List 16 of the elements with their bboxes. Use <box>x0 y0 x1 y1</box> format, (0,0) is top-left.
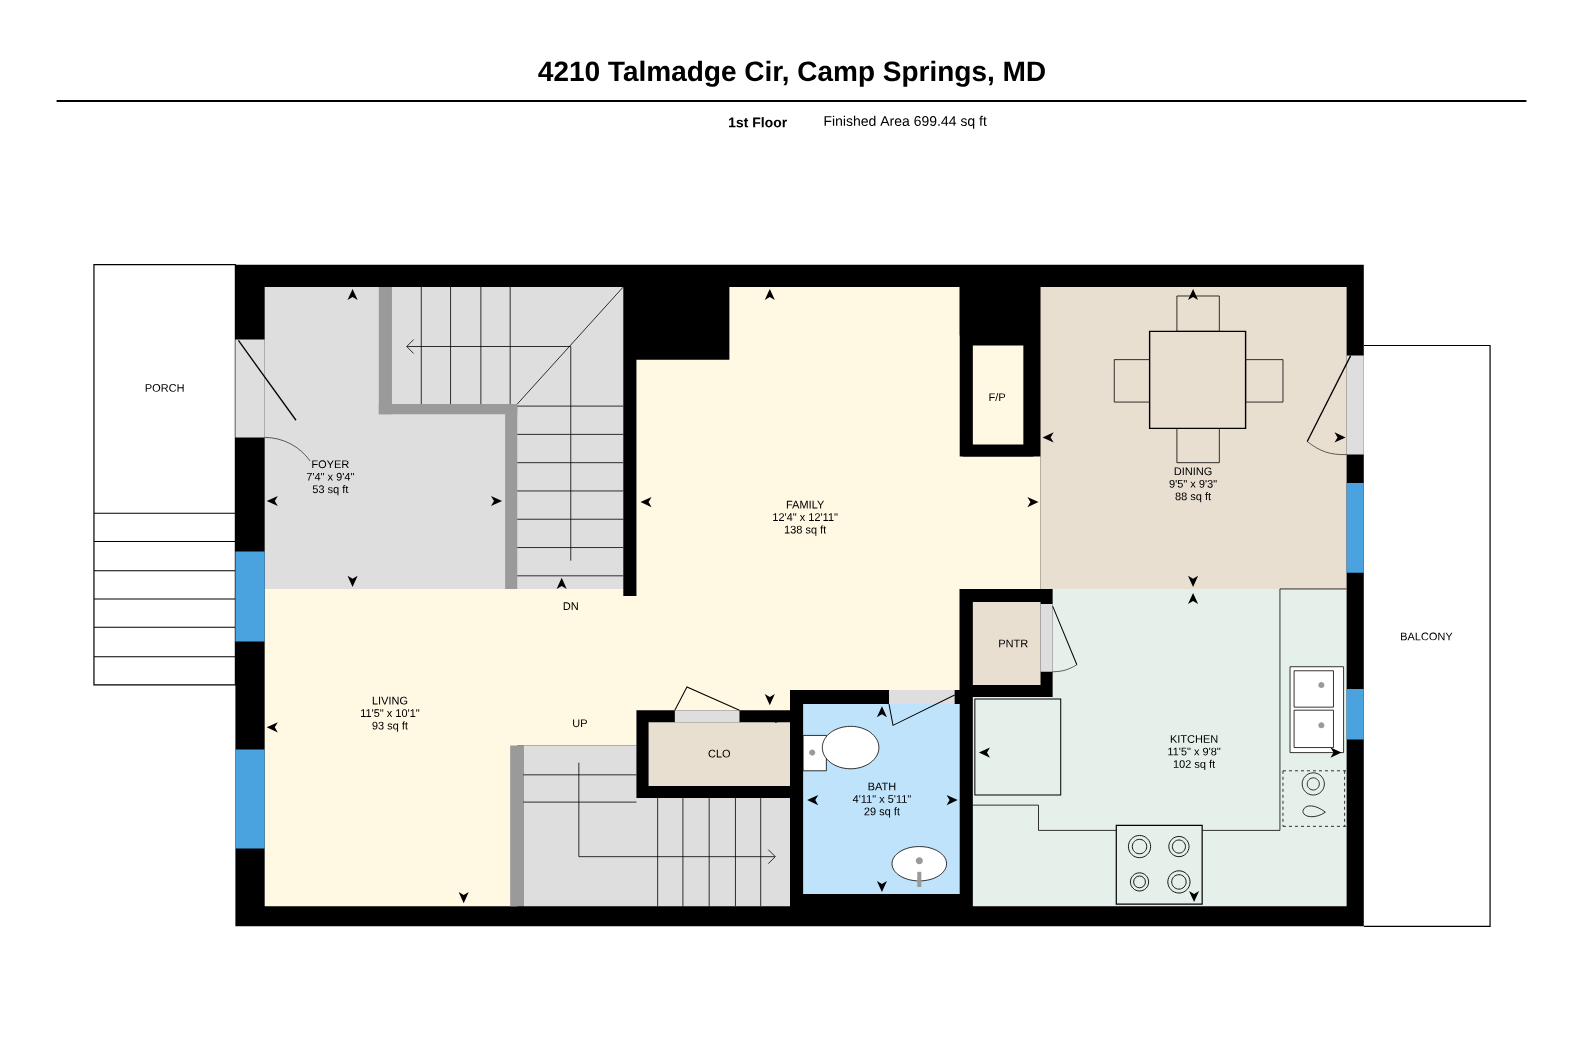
room-label: PORCH <box>145 384 184 392</box>
room-label: LIVING 11'5" x 10'1" 93 sq ft <box>361 696 420 732</box>
subtitle: 1st Floor <box>729 117 787 128</box>
stair-label: UP <box>573 719 587 728</box>
room-label: FAMILY 12'4" x 12'11" 138 sq ft <box>773 501 838 536</box>
subtitle: Finished Area 699.44 sq ft <box>824 115 987 129</box>
room-label: BATH 4'11" x 5'11" 29 sq ft <box>852 782 911 818</box>
title: 4210 Talmadge Cir, Camp Springs, MD <box>538 60 1045 88</box>
room-label: FOYER 7'4" x 9'4" 53 sq ft <box>306 460 354 496</box>
room-label: PNTR <box>999 639 1028 648</box>
room-label: KITCHEN 11'5" x 9'8" 102 sq ft <box>1168 735 1221 771</box>
room-label: BALCONY <box>1401 632 1453 641</box>
stair-label: DN <box>563 602 578 611</box>
room-label: CLO <box>708 749 731 758</box>
room-label: F/P <box>989 393 1006 402</box>
room-label: DINING 9'5" x 9'3" 88 sq ft <box>1169 467 1217 503</box>
